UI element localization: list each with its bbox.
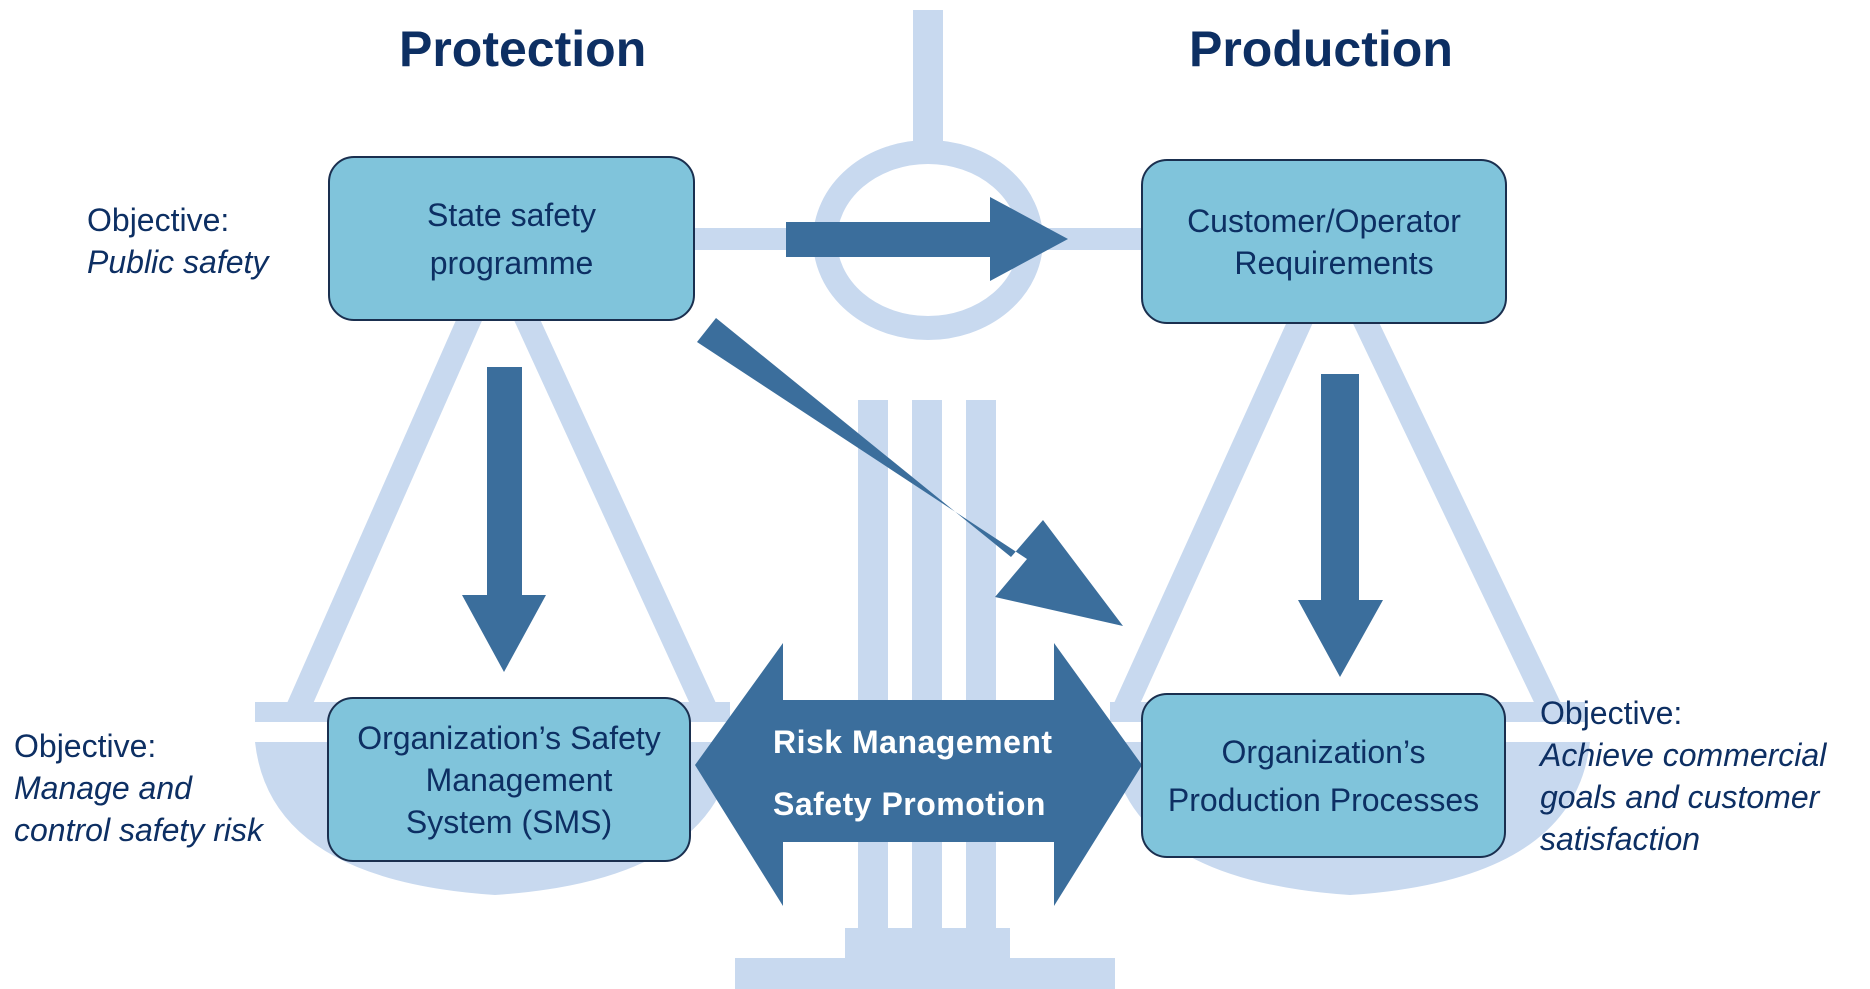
arrow-programme-to-requirements — [786, 197, 1068, 281]
objective-text: goals and customer — [1540, 779, 1820, 815]
heading-production: Production — [1189, 21, 1453, 77]
left-pan-line — [507, 295, 716, 713]
objective-text: Achieve commercial — [1540, 737, 1827, 773]
box-organization-sms: Organization’s Safety Management System … — [327, 697, 691, 862]
arrow-programme-to-sms — [462, 367, 546, 672]
scale-top-post — [913, 10, 943, 150]
objective-commercial-goals: Objective: Achieve commercial goals and … — [1540, 692, 1826, 860]
objective-public-safety: Objective: Public safety — [87, 199, 268, 283]
box-line: Organization’s Safety — [357, 719, 661, 756]
box-state-safety-programme: State safety programme — [328, 156, 695, 321]
objective-text: Manage and — [14, 770, 192, 806]
arrow-requirements-to-processes — [1298, 374, 1383, 677]
heading-protection: Protection — [399, 21, 647, 77]
box-line: Organization’s — [1221, 733, 1426, 770]
scale-base — [735, 958, 1115, 989]
right-pan-line — [1344, 294, 1561, 714]
double-arrow-risk-safety — [695, 643, 1142, 906]
label-risk-management: Risk Management — [773, 724, 1053, 760]
objective-label: Objective: — [1540, 695, 1683, 731]
objective-label: Objective: — [87, 202, 230, 238]
objective-manage-safety-risk: Objective: Manage and control safety ris… — [14, 725, 263, 851]
left-pan-line — [287, 295, 489, 713]
box-organization-production-processes: Organization’s Production Processes — [1141, 693, 1506, 858]
right-pan-line — [1114, 295, 1321, 713]
box-line: Management — [425, 761, 613, 798]
box-line: Production Processes — [1167, 781, 1480, 818]
box-customer-operator-requirements: Customer/Operator Requirements — [1141, 159, 1507, 324]
scale-base-top — [845, 928, 1010, 960]
objective-text: control safety risk — [14, 812, 263, 848]
objective-text: Public safety — [87, 244, 269, 280]
objective-label: Objective: — [14, 728, 157, 764]
box-line: State safety — [427, 196, 596, 233]
box-line: System (SMS) — [405, 803, 613, 840]
label-safety-promotion: Safety Promotion — [773, 786, 1046, 822]
box-line: Customer/Operator — [1187, 202, 1461, 239]
objective-text: satisfaction — [1540, 821, 1701, 857]
box-line: programme — [429, 244, 594, 281]
arrow-programme-to-processes — [697, 318, 1123, 626]
box-line: Requirements — [1234, 244, 1434, 281]
